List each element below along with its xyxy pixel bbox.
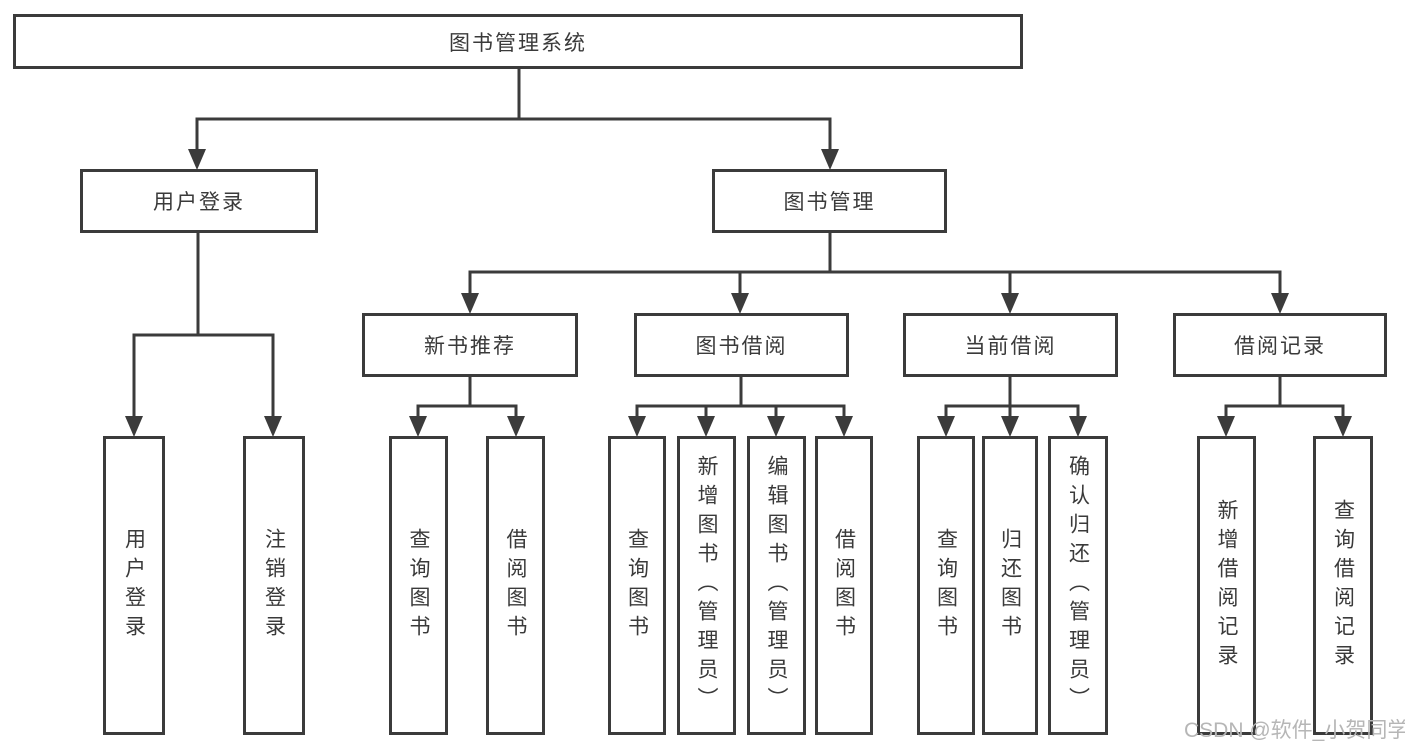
connector-current-borrow-to-leaves bbox=[937, 376, 1087, 437]
node-user-login-label: 用户登录 bbox=[153, 191, 245, 214]
leaf-query-books-current: 查询图书 bbox=[917, 436, 975, 735]
leaf-confirm-return-admin-label: 确认归还（管理员） bbox=[1066, 455, 1090, 716]
node-borrow-records: 借阅记录 bbox=[1173, 313, 1387, 377]
leaf-user-login: 用户登录 bbox=[103, 436, 165, 735]
leaf-query-books-borrow-label: 查询图书 bbox=[625, 527, 649, 644]
leaf-return-book: 归还图书 bbox=[982, 436, 1038, 735]
connector-borrow-records-to-leaves bbox=[1217, 376, 1352, 437]
node-root: 图书管理系统 bbox=[13, 14, 1023, 69]
node-new-book-recommend: 新书推荐 bbox=[362, 313, 578, 377]
node-book-management-label: 图书管理 bbox=[783, 191, 876, 214]
leaf-edit-book-admin-label: 编辑图书（管理员） bbox=[765, 455, 788, 716]
connector-user-login-to-leaves bbox=[125, 232, 282, 437]
connector-new-book-recommend-to-leaves bbox=[409, 376, 525, 437]
leaf-logout-label: 注销登录 bbox=[262, 527, 286, 644]
node-borrow-records-label: 借阅记录 bbox=[1234, 335, 1326, 358]
leaf-query-books-borrow: 查询图书 bbox=[608, 436, 666, 735]
node-current-borrow-label: 当前借阅 bbox=[964, 335, 1057, 358]
leaf-query-borrow-record-label: 查询借阅记录 bbox=[1331, 498, 1355, 673]
leaf-confirm-return-admin: 确认归还（管理员） bbox=[1048, 436, 1108, 735]
leaf-query-books-recommend-label: 查询图书 bbox=[407, 527, 430, 644]
node-user-login: 用户登录 bbox=[80, 169, 318, 233]
leaf-borrow-books: 借阅图书 bbox=[815, 436, 873, 735]
leaf-return-book-label: 归还图书 bbox=[998, 527, 1022, 644]
leaf-add-borrow-record-label: 新增借阅记录 bbox=[1215, 498, 1238, 673]
node-book-borrow-label: 图书借阅 bbox=[695, 335, 788, 358]
leaf-logout: 注销登录 bbox=[243, 436, 305, 735]
leaf-borrow-books-recommend-label: 借阅图书 bbox=[504, 527, 527, 644]
leaf-query-borrow-record: 查询借阅记录 bbox=[1313, 436, 1373, 735]
leaf-user-login-label: 用户登录 bbox=[122, 527, 146, 644]
leaf-edit-book-admin: 编辑图书（管理员） bbox=[747, 436, 806, 735]
leaf-borrow-books-label: 借阅图书 bbox=[832, 527, 856, 644]
node-book-borrow: 图书借阅 bbox=[634, 313, 849, 377]
node-current-borrow: 当前借阅 bbox=[903, 313, 1118, 377]
leaf-add-borrow-record: 新增借阅记录 bbox=[1197, 436, 1256, 735]
watermark-text: CSDN @软件_小贺同学 bbox=[1184, 719, 1405, 742]
connector-book-borrow-to-leaves bbox=[628, 376, 853, 437]
leaf-add-book-admin-label: 新增图书（管理员） bbox=[695, 455, 718, 716]
leaf-query-books-recommend: 查询图书 bbox=[389, 436, 448, 735]
leaf-add-book-admin: 新增图书（管理员） bbox=[677, 436, 736, 735]
leaf-borrow-books-recommend: 借阅图书 bbox=[486, 436, 545, 735]
leaf-query-books-current-label: 查询图书 bbox=[934, 527, 958, 644]
node-book-management: 图书管理 bbox=[712, 169, 947, 233]
node-new-book-recommend-label: 新书推荐 bbox=[424, 335, 516, 358]
node-root-label: 图书管理系统 bbox=[449, 31, 587, 55]
connector-root-to-level2 bbox=[188, 68, 839, 170]
connector-book-management-to-level3 bbox=[461, 232, 1289, 314]
